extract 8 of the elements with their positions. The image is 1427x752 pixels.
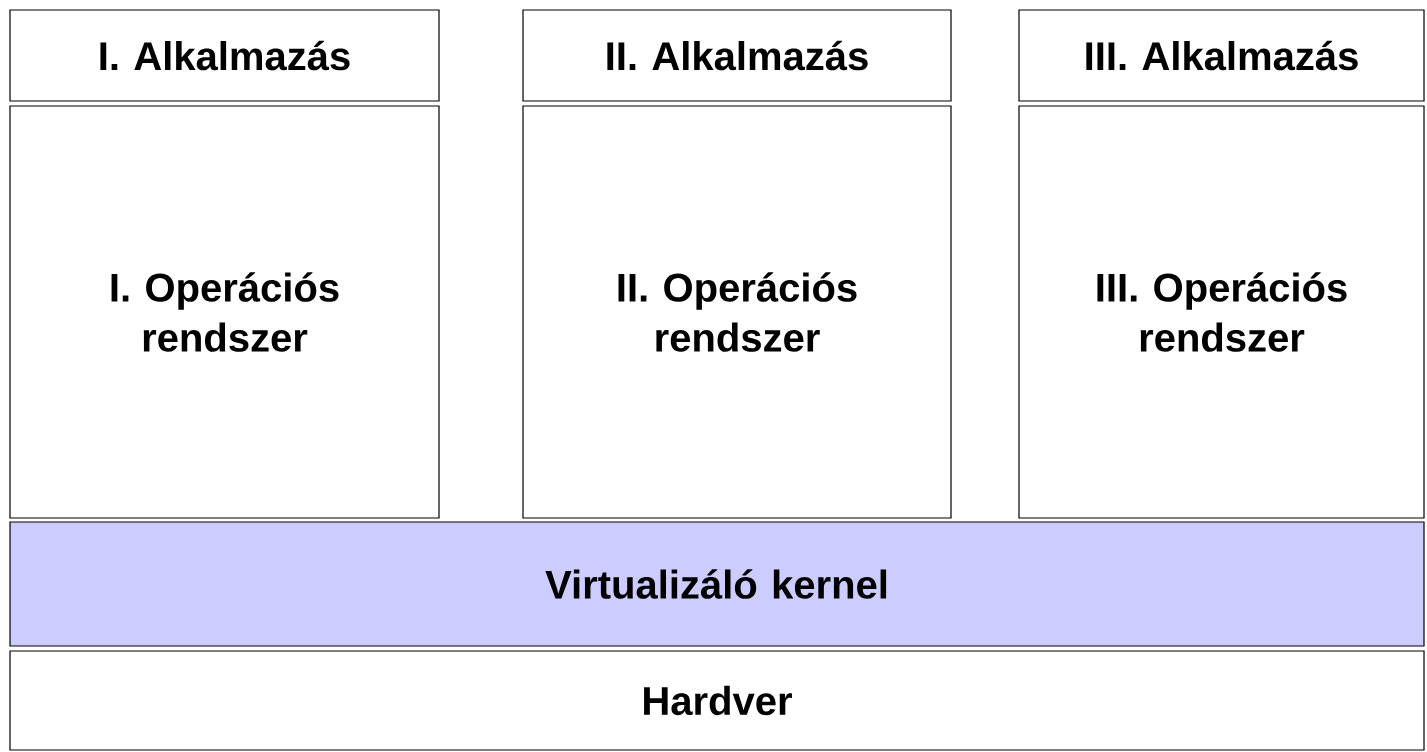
hardware-layer: Hardver (9, 650, 1425, 751)
kernel-layer: Virtualizáló kernel (9, 521, 1425, 647)
application-box: III. Alkalmazás (1018, 9, 1425, 102)
os-box: III. Operációs rendszer (1018, 105, 1425, 519)
os-box: II. Operációs rendszer (522, 105, 952, 519)
os-box: I. Operációs rendszer (9, 105, 440, 519)
application-box: I. Alkalmazás (9, 9, 440, 102)
application-box: II. Alkalmazás (522, 9, 952, 102)
